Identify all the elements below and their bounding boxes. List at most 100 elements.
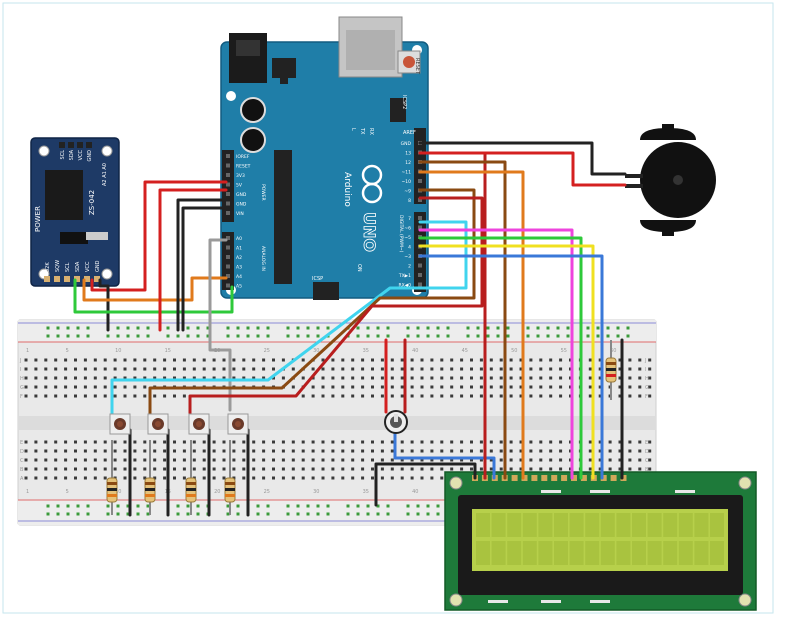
- rail-hole: [496, 334, 500, 338]
- wire-gnd-lcd-black: [374, 462, 477, 507]
- rail-hole: [596, 326, 600, 330]
- rail-hole: [476, 326, 480, 330]
- breadboard-hole: [638, 358, 642, 362]
- breadboard-hole: [34, 458, 38, 462]
- rail-hole: [406, 326, 410, 330]
- breadboard-hole: [153, 367, 157, 371]
- breadboard-hole: [648, 458, 652, 462]
- lcd-char-cell: [632, 513, 646, 537]
- push-button-1[interactable]: [109, 413, 131, 435]
- resistor-pulldown-3: [185, 440, 197, 515]
- breadboard-hole: [301, 458, 305, 462]
- rail-hole: [46, 512, 50, 516]
- breadboard-hole: [628, 458, 632, 462]
- breadboard-hole: [519, 367, 523, 371]
- breadboard-hole: [460, 449, 464, 453]
- rtc-pin: [84, 276, 90, 282]
- resistor-lcd-backlight: [605, 340, 617, 400]
- rail-hole: [236, 326, 240, 330]
- digital-pin-label: ~9: [404, 189, 411, 195]
- rail-hole: [506, 334, 510, 338]
- arduino-uno: ICSP2 ICSP RESET L TX RX ON Arduino UNO …: [220, 16, 429, 300]
- breadboard-hole: [420, 467, 424, 471]
- push-button-4[interactable]: [227, 413, 249, 435]
- breadboard-hole: [499, 440, 503, 444]
- analog-pin-label: A3: [236, 265, 242, 271]
- lcd-char-cell: [538, 513, 553, 537]
- breadboard-hole: [321, 385, 325, 389]
- breadboard-column-number: 5: [66, 348, 69, 354]
- breadboard-row-letter: J: [644, 358, 646, 364]
- lcd-char-cell: [694, 513, 709, 537]
- rail-hole: [306, 512, 310, 516]
- breadboard-hole: [430, 367, 434, 371]
- lcd-char-cell: [554, 541, 568, 565]
- breadboard-hole: [539, 394, 543, 398]
- breadboard-hole: [618, 394, 622, 398]
- breadboard-hole: [202, 467, 206, 471]
- rail-hole: [566, 326, 570, 330]
- breadboard-hole: [509, 449, 513, 453]
- potentiometer-icon[interactable]: [384, 410, 408, 434]
- lcd-char-cell: [632, 541, 646, 565]
- breadboard-hole: [440, 376, 444, 380]
- breadboard-hole: [380, 358, 384, 362]
- breadboard-hole: [519, 440, 523, 444]
- breadboard-hole: [559, 376, 563, 380]
- icsp-label: ICSP: [312, 276, 323, 282]
- breadboard-hole: [301, 358, 305, 362]
- breadboard-column-number: 35: [363, 348, 369, 354]
- breadboard-hole: [361, 449, 365, 453]
- rtc-model-label: ZS-042: [88, 190, 96, 215]
- breadboard-hole: [440, 358, 444, 362]
- breadboard-hole: [460, 467, 464, 471]
- breadboard-hole: [430, 449, 434, 453]
- rail-hole: [146, 504, 150, 508]
- rail-hole: [286, 334, 290, 338]
- rail-hole: [416, 504, 420, 508]
- rail-hole: [586, 334, 590, 338]
- rail-hole: [196, 512, 200, 516]
- breadboard-hole: [163, 458, 167, 462]
- rail-hole: [46, 334, 50, 338]
- lcd-char-cell: [585, 513, 600, 537]
- rtc-pin: [77, 142, 83, 148]
- breadboard-hole: [400, 449, 404, 453]
- breadboard-hole: [173, 358, 176, 362]
- breadboard-hole: [34, 394, 38, 398]
- breadboard-hole: [549, 458, 553, 462]
- rail-hole: [436, 512, 440, 516]
- rail-hole: [246, 326, 250, 330]
- rail-hole: [256, 512, 260, 516]
- breadboard-hole: [400, 440, 404, 444]
- rail-hole: [196, 326, 200, 330]
- breadboard-hole: [638, 449, 642, 453]
- breadboard-hole: [529, 467, 533, 471]
- digital-pin-label: 8: [408, 198, 411, 204]
- rail-hole: [186, 512, 190, 516]
- breadboard-hole: [93, 440, 97, 444]
- breadboard-hole: [539, 440, 543, 444]
- breadboard-hole: [262, 476, 266, 480]
- analog-header-title: ANALOG IN: [260, 246, 266, 271]
- breadboard-column-number: 35: [363, 489, 369, 495]
- breadboard-hole: [182, 449, 186, 453]
- breadboard-hole: [499, 449, 503, 453]
- rail-hole: [466, 334, 470, 338]
- breadboard-hole: [222, 367, 226, 371]
- breadboard-hole: [559, 458, 563, 462]
- analog-pin-label: A2: [236, 255, 242, 261]
- push-button-2[interactable]: [147, 413, 169, 435]
- breadboard-hole: [153, 440, 157, 444]
- rail-hole: [486, 334, 490, 338]
- breadboard-hole: [212, 467, 216, 471]
- breadboard-hole: [331, 394, 335, 398]
- breadboard-column-number: 55: [561, 348, 567, 354]
- breadboard-hole: [341, 394, 345, 398]
- breadboard-hole: [618, 467, 622, 471]
- breadboard-hole: [479, 449, 483, 453]
- breadboard-hole: [628, 358, 632, 362]
- breadboard-hole: [64, 449, 68, 453]
- push-button-3[interactable]: [188, 413, 210, 435]
- wire-5v-red: [158, 188, 228, 332]
